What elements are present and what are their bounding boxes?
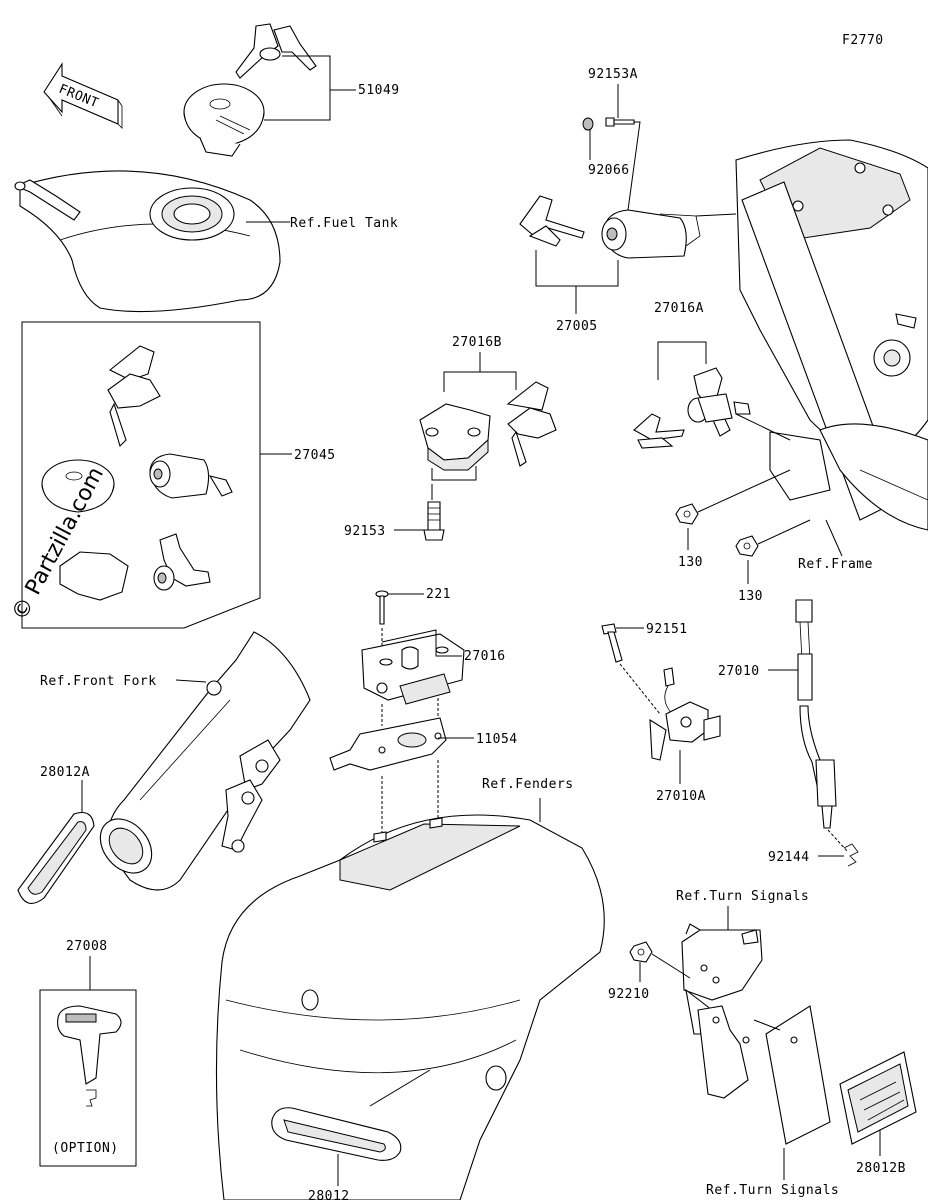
- label-11054: 11054: [476, 732, 518, 747]
- label-27008: 27008: [66, 939, 108, 954]
- label-27005: 27005: [556, 319, 598, 334]
- reflector-28012: [271, 1107, 402, 1161]
- label-28012B: 28012B: [856, 1161, 906, 1176]
- plate-11054: [329, 717, 447, 771]
- figure-code: F2770: [842, 33, 884, 48]
- switch-27010: [795, 599, 837, 829]
- reflector-28012B: [839, 1051, 917, 1145]
- front-arrow-icon: FRONT: [43, 62, 123, 129]
- bracket-27016: [361, 633, 465, 705]
- label-130b: 130: [738, 589, 763, 604]
- license-plate-bracket: [765, 1005, 831, 1145]
- bolt-92151-icon: [601, 623, 623, 663]
- fuel-tank: [14, 170, 281, 313]
- bolt-130a-icon: [675, 503, 699, 525]
- fuel-cap-assembly: [183, 23, 317, 157]
- screw-221-icon: [375, 590, 389, 625]
- label-51049: 51049: [358, 83, 400, 98]
- label-frame: Ref.Frame: [798, 557, 873, 572]
- turn-signal-bracket: [681, 923, 763, 1099]
- bolt-130b-icon: [735, 535, 759, 557]
- nut-92210-icon: [629, 941, 653, 963]
- bracket-27016A: [687, 367, 751, 437]
- label-front-fork: Ref.Front Fork: [40, 674, 157, 689]
- front-fork: [99, 631, 311, 891]
- kit-27045-box: [21, 321, 261, 629]
- label-221: 221: [426, 587, 451, 602]
- label-92153: 92153: [344, 524, 386, 539]
- screw-92153A-icon: [605, 117, 635, 127]
- label-27016A: 27016A: [654, 301, 704, 316]
- label-130a: 130: [678, 555, 703, 570]
- fender: [215, 814, 605, 1200]
- switch-27010A: [649, 667, 721, 761]
- label-27016B: 27016B: [452, 335, 502, 350]
- key-pair-27016B-icon: [506, 381, 557, 467]
- frame: [735, 139, 928, 531]
- key-27008-box: [39, 989, 137, 1167]
- label-92144: 92144: [768, 850, 810, 865]
- key-pair-27016A-icon: [633, 413, 685, 449]
- reflector-28012A: [17, 811, 95, 904]
- label-27010A: 27010A: [656, 789, 706, 804]
- key-pair-27005-icon: [519, 195, 585, 247]
- label-option: (OPTION): [52, 1141, 119, 1156]
- label-28012: 28012: [308, 1189, 350, 1200]
- leader-51049: [282, 55, 356, 91]
- label-92210: 92210: [608, 987, 650, 1002]
- label-92151: 92151: [646, 622, 688, 637]
- label-fenders: Ref.Fenders: [482, 777, 574, 792]
- ignition-switch-body: [601, 209, 701, 259]
- label-27045: 27045: [294, 448, 336, 463]
- cap-92066-icon: [582, 117, 594, 131]
- label-turn-signals-bottom: Ref.Turn Signals: [706, 1183, 839, 1198]
- label-27010: 27010: [718, 664, 760, 679]
- bracket-27016B: [419, 403, 491, 471]
- label-92153A: 92153A: [588, 67, 638, 82]
- spring-92144-icon: [843, 843, 859, 867]
- label-28012A: 28012A: [40, 765, 90, 780]
- bolt-92153-icon: [423, 501, 445, 541]
- label-turn-signals-top: Ref.Turn Signals: [676, 889, 809, 904]
- label-27016: 27016: [464, 649, 506, 664]
- label-92066: 92066: [588, 163, 630, 178]
- label-fuel-tank: Ref.Fuel Tank: [290, 216, 398, 231]
